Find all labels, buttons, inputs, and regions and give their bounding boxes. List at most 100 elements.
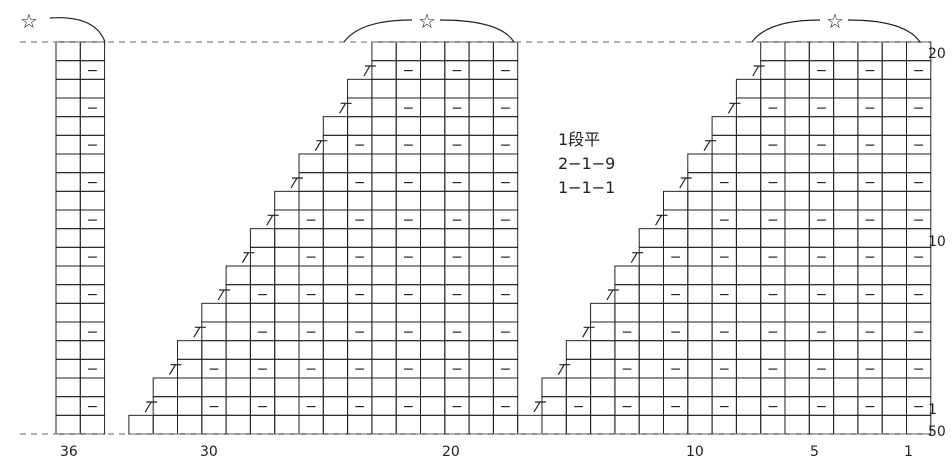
purl-symbol: − <box>670 399 682 415</box>
mid-section-cell <box>347 190 373 211</box>
mid-section-cell <box>492 302 519 323</box>
right-section-cell <box>687 190 713 211</box>
purl-symbol: − <box>767 250 779 266</box>
mid-section-cell <box>420 78 446 99</box>
right-section-cell <box>735 228 762 248</box>
mid-section-cell <box>444 190 470 211</box>
right-section-cell <box>906 302 932 323</box>
purl-symbol: − <box>913 100 925 116</box>
right-section-cell <box>881 190 908 211</box>
mid-section-cell <box>322 246 349 267</box>
right-section-cell <box>638 246 665 267</box>
purl-symbol: − <box>402 324 414 340</box>
left-strip-cell <box>55 284 81 304</box>
mid-section-cell <box>274 284 300 304</box>
left-strip-cell <box>79 190 106 211</box>
mid-section-cell <box>152 414 178 435</box>
purl-symbol: − <box>500 287 512 303</box>
right-section-cell <box>760 377 786 398</box>
purl-symbol: − <box>305 287 317 303</box>
right-section-cell <box>687 302 713 323</box>
purl-symbol: − <box>621 362 633 378</box>
left-strip-cell <box>55 414 81 435</box>
mid-section-cell <box>201 302 227 323</box>
purl-symbol: − <box>87 362 99 378</box>
purl-symbol: − <box>767 324 779 340</box>
mid-section-cell <box>444 116 470 136</box>
purl-symbol: − <box>913 63 925 79</box>
right-section-cell <box>833 172 859 192</box>
purl-symbol: − <box>257 399 269 415</box>
right-section-cell <box>784 209 810 230</box>
mid-section-cell <box>468 377 494 398</box>
row-label-1: 1 <box>928 402 937 418</box>
mid-section-cell <box>347 153 373 174</box>
mid-section-cell <box>225 396 251 416</box>
row-label-20: 20 <box>928 46 946 62</box>
right-section-cell <box>687 209 713 230</box>
mid-section-cell <box>298 340 324 360</box>
purl-symbol: − <box>500 250 512 266</box>
purl-symbol: − <box>767 100 779 116</box>
mid-section-cell <box>492 190 519 211</box>
right-section-cell <box>833 340 859 360</box>
purl-symbol: − <box>402 399 414 415</box>
purl-symbol: − <box>500 362 512 378</box>
purl-symbol: − <box>670 324 682 340</box>
right-section-cell <box>760 228 786 248</box>
mid-section-cell <box>347 302 373 323</box>
mid-section-cell <box>274 190 300 211</box>
purl-symbol: − <box>767 399 779 415</box>
purl-symbol: − <box>87 399 99 415</box>
right-section-cell <box>833 153 859 174</box>
purl-symbol: − <box>208 362 220 378</box>
right-section-cell <box>735 302 762 323</box>
right-section-cell <box>857 116 883 136</box>
mid-section-cell <box>371 172 397 192</box>
right-section-cell <box>663 190 689 211</box>
right-section-cell <box>760 265 786 286</box>
right-section-cell <box>808 414 835 435</box>
right-section-cell <box>614 284 640 304</box>
mid-section-cell <box>249 265 276 286</box>
mid-section-cell <box>249 340 276 360</box>
arc-mid <box>343 19 515 43</box>
purl-symbol: − <box>402 138 414 154</box>
mid-section-cell <box>420 321 446 342</box>
mid-section-cell <box>274 209 300 230</box>
mid-section-cell <box>177 414 203 435</box>
mid-section-cell <box>492 153 519 174</box>
purl-symbol: − <box>402 175 414 191</box>
purl-symbol: − <box>451 100 463 116</box>
row-label-10: 10 <box>928 234 946 250</box>
right-section-cell <box>711 302 737 323</box>
mid-section-cell <box>347 116 373 136</box>
star-marker-left: ☆ <box>20 9 38 33</box>
right-section-cell <box>687 358 713 379</box>
mid-section-cell <box>468 396 494 416</box>
right-section-cell <box>784 321 810 342</box>
decrease-symbol <box>533 401 546 413</box>
decrease-symbol <box>339 102 352 114</box>
mid-section-cell <box>371 414 397 435</box>
right-section-cell <box>760 340 786 360</box>
right-section-cell <box>784 228 810 248</box>
mid-section-cell <box>420 153 446 174</box>
mid-section-cell <box>249 302 276 323</box>
left-strip-cell <box>55 190 81 211</box>
purl-symbol: − <box>354 212 366 228</box>
mid-section-cell <box>395 414 422 435</box>
right-section-cell <box>906 153 932 174</box>
right-section-cell <box>735 396 762 416</box>
purl-symbol: − <box>500 212 512 228</box>
mid-section-cell <box>468 284 494 304</box>
purl-symbol: − <box>354 362 366 378</box>
purl-symbol: − <box>864 399 876 415</box>
right-section-cell <box>735 172 762 192</box>
mid-section-cell <box>274 377 300 398</box>
purl-symbol: − <box>451 138 463 154</box>
right-section-cell <box>784 41 810 62</box>
decrease-symbol <box>606 289 619 301</box>
purl-symbol: − <box>451 250 463 266</box>
right-section-cell <box>833 97 859 118</box>
